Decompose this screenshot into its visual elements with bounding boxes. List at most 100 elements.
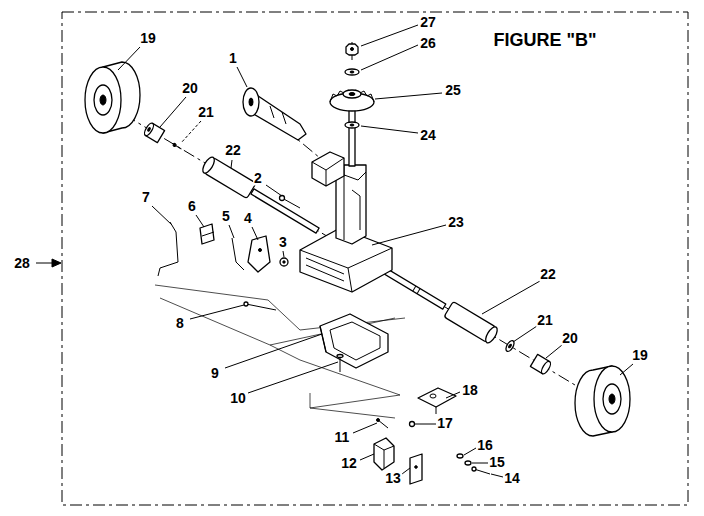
bushing	[530, 354, 552, 375]
callout-number: 9	[210, 366, 220, 381]
bevel-gear	[343, 90, 361, 98]
washer	[465, 461, 471, 465]
leader-line	[446, 392, 460, 398]
leader-line	[266, 185, 282, 196]
callout-number: 13	[384, 471, 402, 486]
callout-number: 6	[187, 199, 197, 214]
washer	[345, 122, 359, 128]
set-screw	[280, 196, 285, 201]
transmission-housing	[312, 152, 344, 186]
bevel-gear	[349, 93, 355, 96]
leader-line	[118, 47, 140, 70]
shift-plate	[248, 236, 270, 272]
callout-number: 2	[253, 171, 263, 186]
callout-number: 25	[444, 83, 462, 98]
wheel	[594, 366, 630, 432]
leader-line	[361, 126, 418, 133]
leader-line	[546, 345, 562, 358]
pointer-arrow	[36, 263, 54, 264]
transmission-housing	[300, 248, 392, 292]
figure-title: FIGURE "B"	[493, 30, 596, 50]
input-pulley	[243, 88, 259, 116]
spacer-tube	[201, 155, 257, 198]
callout-number: 5	[221, 209, 231, 224]
transmission-housing	[312, 158, 344, 186]
screw	[337, 355, 343, 373]
leader-line	[353, 423, 377, 433]
leader-line	[482, 281, 540, 314]
pin	[377, 419, 380, 422]
spacer-tube	[444, 301, 500, 344]
callout-number: 14	[503, 471, 521, 486]
shift-plate	[248, 236, 270, 272]
callout-number: 27	[419, 15, 437, 30]
leader-line	[361, 25, 418, 46]
spring-tab	[232, 238, 244, 270]
pin	[173, 143, 183, 150]
bracket	[418, 388, 456, 414]
wheel	[85, 62, 140, 133]
leader-line	[225, 334, 322, 368]
leader-line	[372, 225, 446, 245]
bracket	[374, 438, 394, 470]
axle-shaft	[251, 189, 319, 233]
nut	[351, 48, 354, 51]
washer	[457, 454, 463, 458]
pin	[377, 419, 389, 429]
axle-shaft	[413, 286, 416, 291]
spacer-tube	[201, 155, 217, 175]
screw	[340, 356, 341, 372]
leader-line	[237, 67, 247, 87]
spacer-tube	[483, 325, 499, 345]
callout-number: 19	[631, 348, 649, 363]
clip	[200, 224, 214, 244]
screw	[410, 422, 415, 427]
bracket	[430, 394, 436, 414]
callout-number: 17	[436, 416, 454, 431]
pointer-arrow	[36, 259, 61, 267]
washer	[350, 71, 354, 73]
washer	[465, 461, 471, 465]
washer	[345, 69, 359, 75]
leader-line	[491, 474, 503, 477]
callout-number: 21	[197, 105, 215, 120]
plate	[415, 466, 418, 469]
screw	[337, 355, 343, 358]
plate	[410, 454, 422, 484]
wheel	[603, 384, 621, 414]
bushing	[147, 127, 151, 131]
leader-line	[231, 160, 232, 168]
leader-line	[229, 225, 234, 238]
transmission-housing	[306, 258, 344, 281]
input-pulley	[249, 98, 253, 106]
leader-line	[375, 93, 442, 99]
clip	[200, 224, 214, 244]
leader-line	[361, 45, 418, 70]
transmission-housing	[349, 108, 355, 166]
transmission-housing	[300, 108, 392, 292]
input-pulley	[270, 106, 286, 124]
frame-border	[62, 12, 688, 505]
bracket	[418, 388, 456, 407]
nut	[346, 44, 358, 55]
callout-number: 21	[536, 313, 554, 328]
transmission-housing	[352, 190, 360, 230]
callout-number: 28	[13, 256, 31, 271]
leader-line	[252, 227, 258, 240]
shift-plate	[259, 249, 262, 252]
mounting-bracket	[330, 322, 380, 360]
leader-line	[283, 251, 284, 257]
bracket	[374, 438, 394, 470]
spring-tab	[232, 238, 244, 270]
axle-centerline	[105, 103, 600, 400]
callout-number: 20	[561, 331, 579, 346]
leader-line	[160, 97, 186, 127]
washer	[345, 122, 359, 128]
bushing	[540, 360, 552, 375]
washer	[345, 69, 359, 75]
pin	[173, 143, 177, 147]
frame-border	[62, 12, 688, 505]
callout-number: 10	[229, 391, 247, 406]
